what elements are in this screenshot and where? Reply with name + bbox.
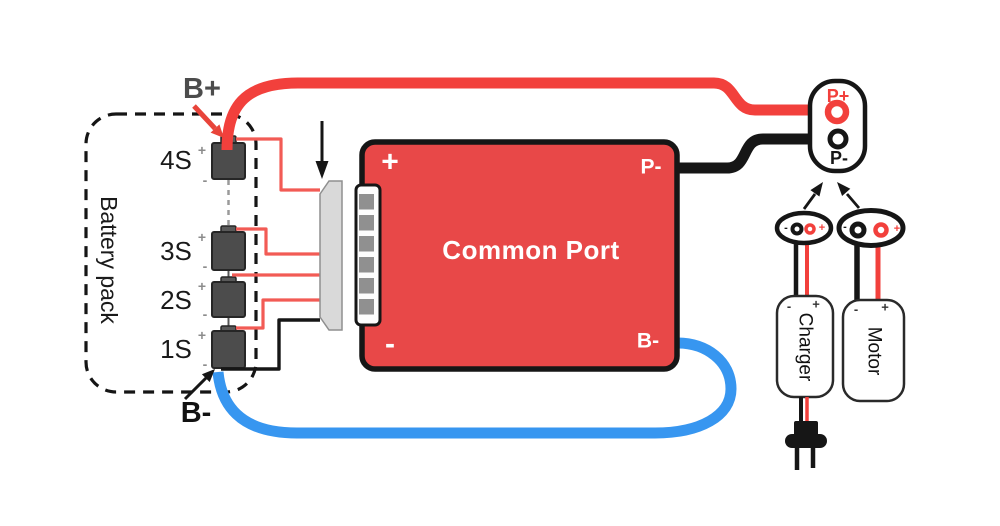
cell-body	[211, 231, 246, 271]
charger-connector-oval	[774, 210, 834, 246]
motor-plus-sign: +	[881, 300, 889, 315]
battery-cell-2s: 2S + -	[160, 276, 246, 322]
balance-wire-1s	[236, 298, 320, 330]
motor-neg-pin	[849, 221, 867, 239]
bms-connector-pin	[359, 257, 374, 273]
board-title: Common Port	[442, 235, 619, 265]
battery-cell-1s: 1S + -	[160, 325, 246, 372]
output-p-plus-terminal	[824, 99, 850, 125]
cell-body	[211, 281, 246, 318]
bms-connector-pins	[359, 194, 374, 315]
cell-label-3s: 3S	[160, 236, 192, 266]
wire-p-minus-black	[679, 133, 826, 174]
motor-box	[841, 298, 906, 403]
cell-minus-sign: -	[203, 306, 208, 322]
cell-minus-sign: -	[203, 258, 208, 274]
bms-connector-pin	[359, 236, 374, 252]
b-plus-arrow-icon	[192, 104, 224, 138]
motor-arrow-icon	[837, 182, 861, 209]
cell-plus-sign: +	[198, 327, 206, 343]
charger-box	[775, 294, 835, 399]
b-plus-label: B+	[183, 73, 221, 105]
cell-minus-sign: -	[203, 172, 208, 188]
charger-pos-pin	[804, 223, 816, 235]
bms-connector-pin	[359, 194, 374, 210]
arrow-down-icon	[315, 121, 329, 179]
output-p-minus-terminal	[827, 128, 849, 150]
motor-branch: - + - + Motor	[836, 208, 906, 403]
b-minus-label: B-	[181, 397, 212, 429]
output-p-minus-label: P-	[830, 148, 848, 168]
motor-connector-plus: +	[894, 223, 900, 235]
output-connector: P+ P-	[807, 78, 868, 174]
charger-plus-sign: +	[812, 297, 820, 312]
charger-neg-pin	[790, 222, 804, 236]
balance-wire-black	[221, 318, 320, 371]
board-plus-label: +	[381, 146, 399, 179]
battery-pack-label: Battery pack	[96, 196, 122, 324]
motor-minus-sign: -	[854, 302, 858, 317]
board-p-minus-label: P-	[641, 156, 662, 179]
balance-connector	[319, 180, 343, 331]
cell-plus-sign: +	[198, 229, 206, 245]
cell-minus-sign: -	[203, 356, 208, 372]
charger-connector-minus: -	[784, 222, 788, 234]
battery-cell-4s: 4S + -	[160, 135, 246, 188]
wire-b-minus-blue	[212, 337, 737, 439]
charger-minus-sign: -	[787, 299, 791, 314]
output-connector-shell	[807, 78, 868, 174]
bms-connector-pin	[359, 278, 374, 294]
balance-wire-3s	[236, 227, 320, 256]
ac-plug-icon	[785, 421, 827, 470]
wire-b-plus-red	[221, 77, 824, 151]
cell-label-1s: 1S	[160, 334, 192, 364]
cell-body	[211, 330, 246, 369]
charger-label: Charger	[795, 313, 816, 382]
battery-pack-outline	[84, 112, 258, 394]
cell-label-2s: 2S	[160, 285, 192, 315]
cell-label-4s: 4S	[160, 145, 192, 175]
board-b-minus-label: B-	[637, 330, 659, 353]
bms-board: + - P- B- Common Port	[354, 139, 680, 372]
battery-cell-3s: 3S + -	[160, 225, 246, 274]
balance-wire-4s	[236, 137, 320, 192]
motor-connector-minus: -	[843, 221, 847, 233]
cell-plus-sign: +	[198, 142, 206, 158]
bms-connector-pin	[359, 299, 374, 315]
cell-plus-sign: +	[198, 278, 206, 294]
motor-label: Motor	[864, 327, 885, 376]
charger-arrow-icon	[802, 182, 823, 210]
motor-pos-pin	[873, 222, 889, 238]
board-minus-label: -	[385, 328, 395, 361]
b-minus-arrow-icon	[183, 369, 215, 401]
charger-connector-plus: +	[819, 222, 825, 234]
bms-connector-pin	[359, 215, 374, 231]
charger-branch: - + - + Charger	[774, 210, 835, 470]
